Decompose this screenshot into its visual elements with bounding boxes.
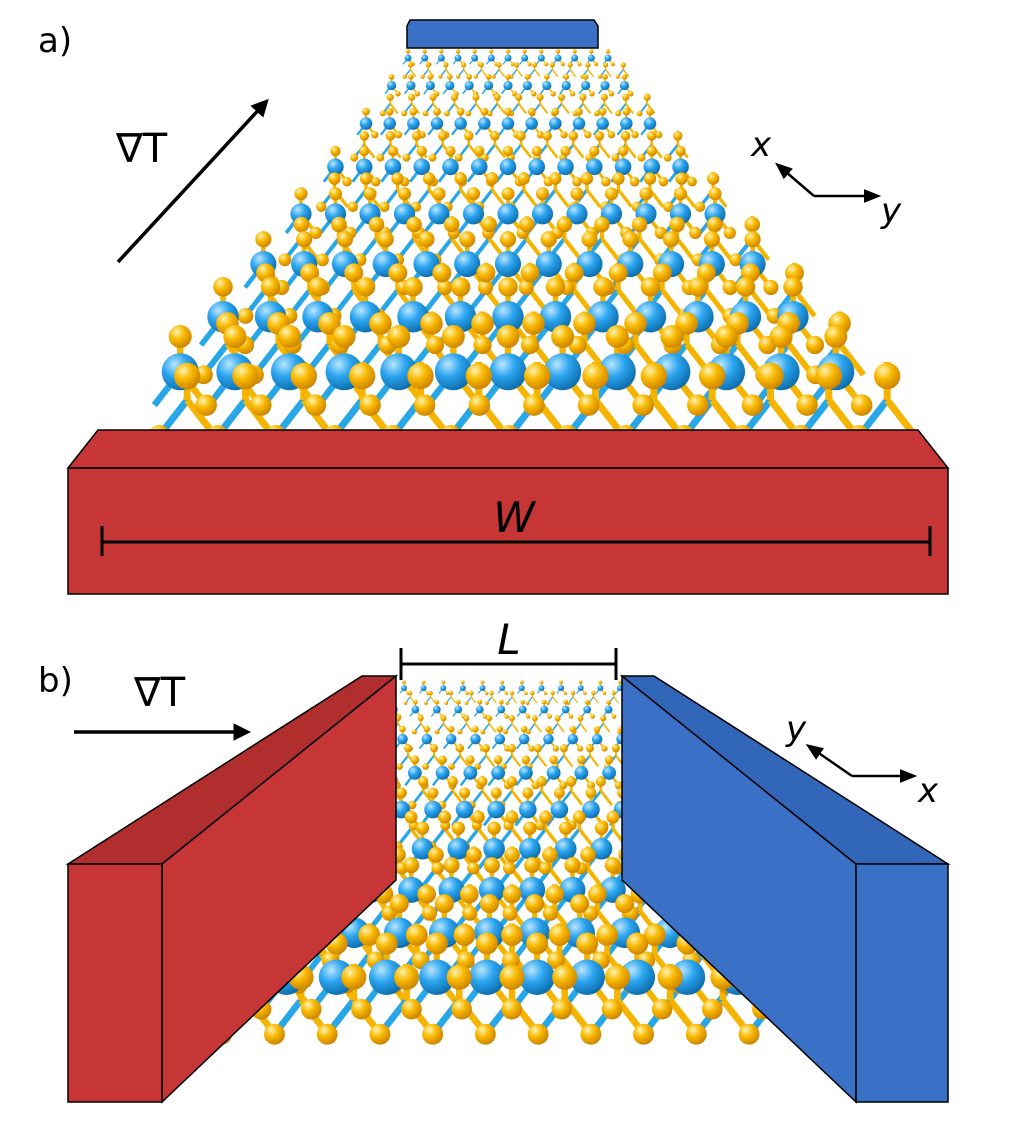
width-label: W bbox=[493, 493, 536, 542]
panel-b-gradient-arrow: ∇T bbox=[74, 670, 251, 741]
panel-a-axes: x y bbox=[750, 125, 902, 231]
panel-a-label: a) bbox=[38, 21, 72, 61]
panel-a-cold-reservoir bbox=[406, 19, 599, 49]
length-label: L bbox=[497, 615, 520, 664]
panel-b-axis-x-label: x bbox=[917, 771, 939, 811]
panel-b-label: b) bbox=[38, 661, 73, 701]
panel-a-mos2-lattice bbox=[148, 49, 918, 435]
panel-a-hot-reservoir bbox=[66, 429, 950, 595]
panel-b-length-dimension: L bbox=[399, 615, 618, 680]
panel-a-width-dimension: W bbox=[100, 493, 932, 556]
panel-b-axes: y x bbox=[785, 709, 939, 811]
panel-b: b) L ∇T y bbox=[38, 615, 951, 1104]
panel-b-hot-reservoir bbox=[65, 674, 399, 1104]
panel-b-axis-y-label: y bbox=[785, 709, 807, 749]
panel-a-gradient-arrow: ∇T bbox=[115, 98, 269, 264]
panel-a-axis-x-label: x bbox=[750, 125, 772, 165]
panel-a-gradient-label: ∇T bbox=[115, 126, 168, 172]
panel-a-axis-y-label: y bbox=[880, 191, 902, 231]
panel-b-mos2-lattice bbox=[209, 680, 858, 1045]
panel-a-lattice-atoms bbox=[148, 49, 901, 435]
panel-b-cold-reservoir bbox=[619, 674, 951, 1104]
panel-a: a) W ∇T x y bbox=[38, 19, 950, 595]
panel-b-gradient-label: ∇T bbox=[133, 670, 186, 716]
